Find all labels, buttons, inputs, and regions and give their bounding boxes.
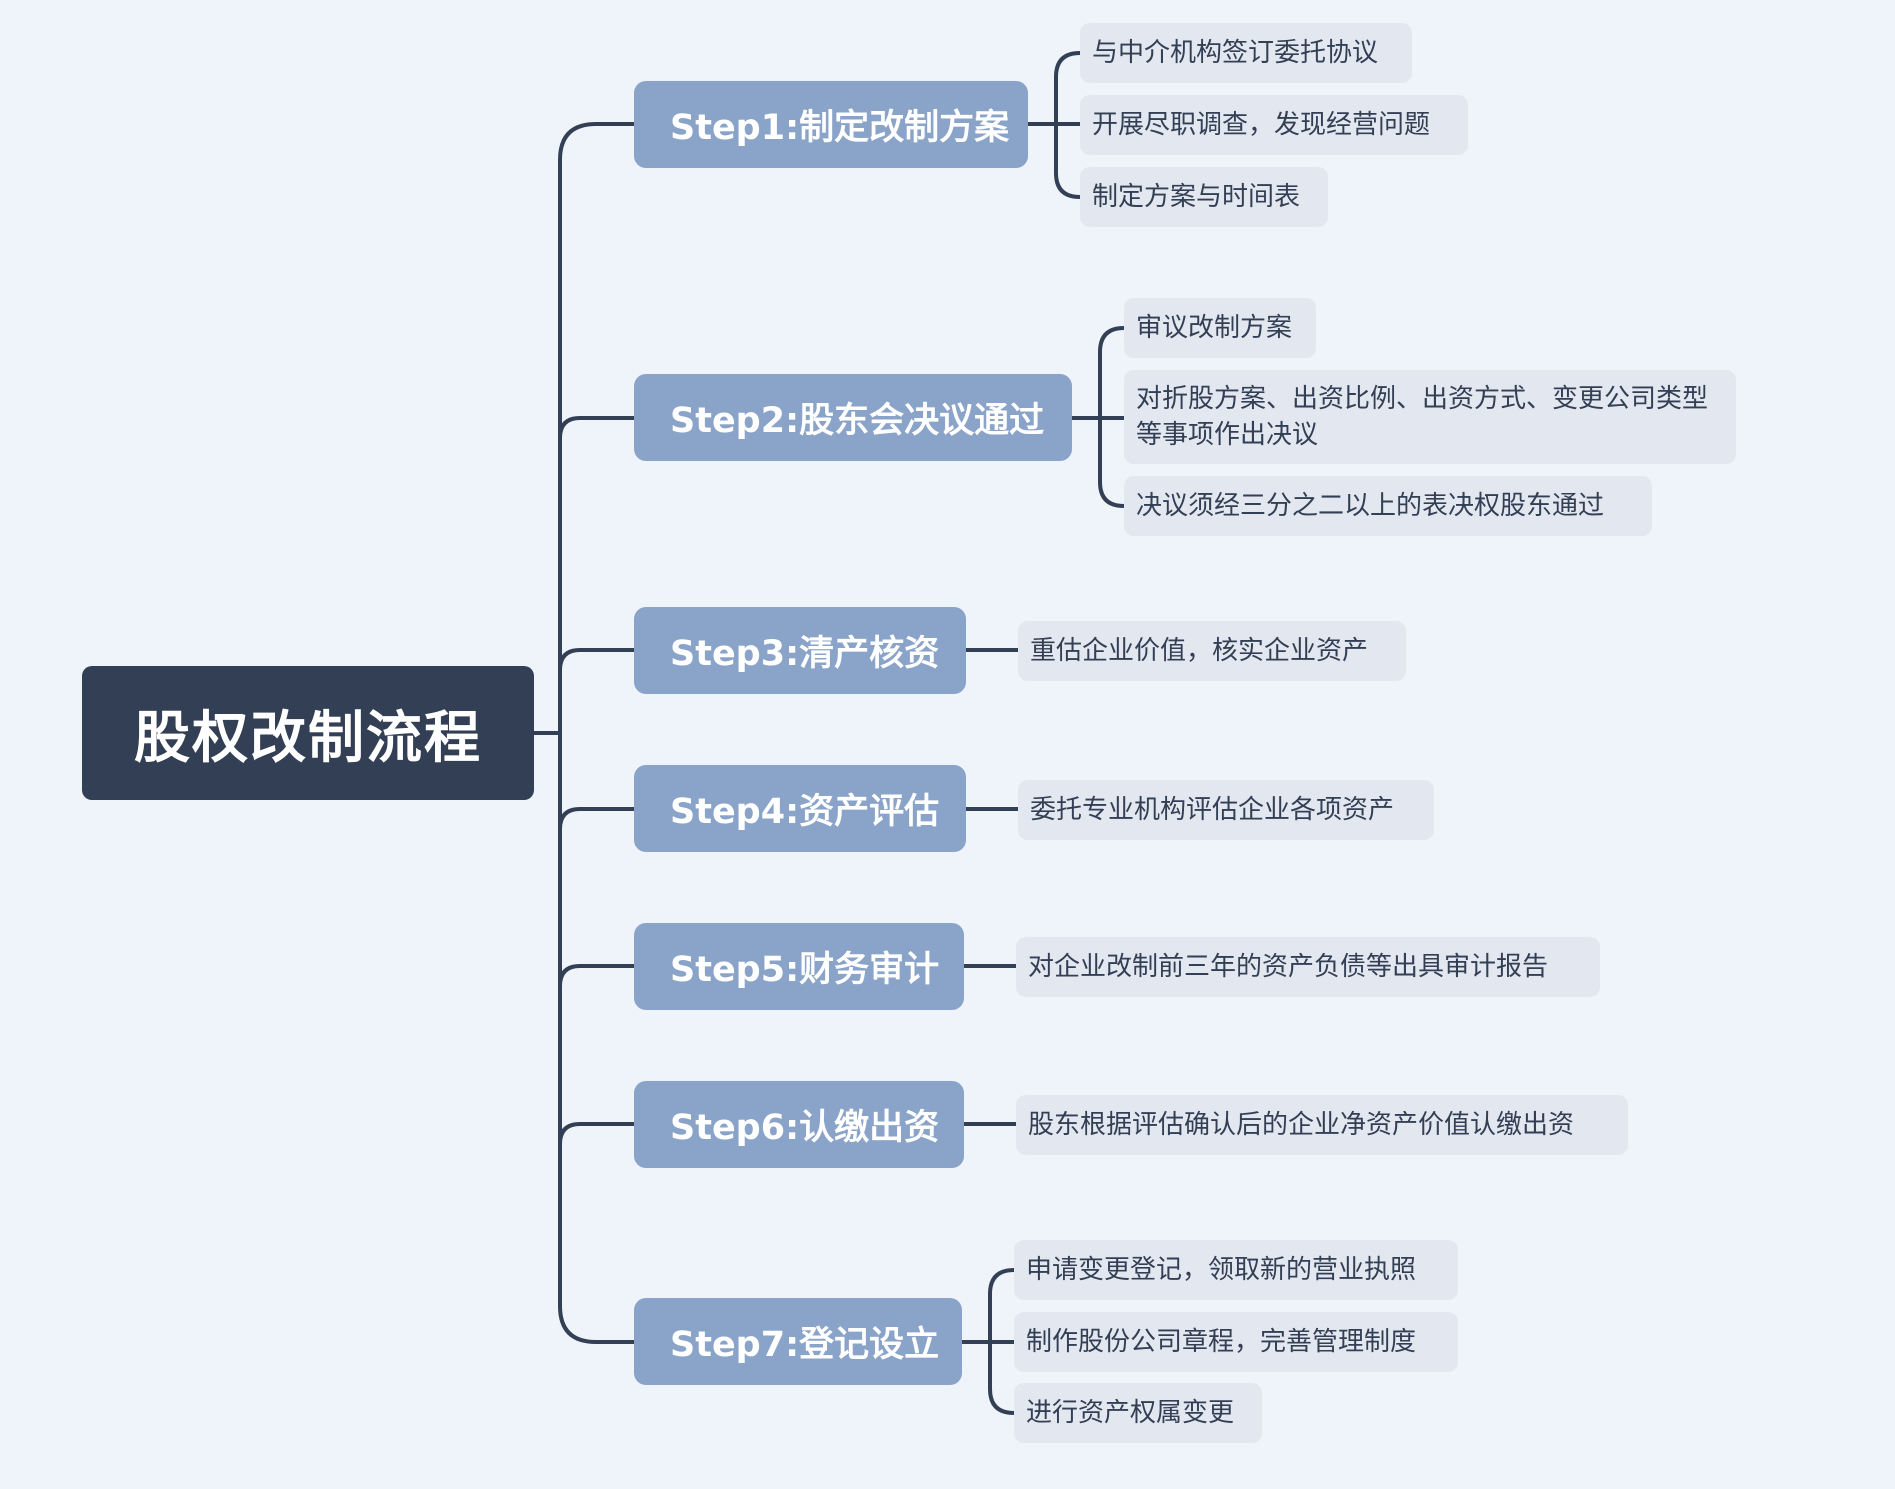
step-label: Step1:制定改制方案: [670, 108, 1010, 148]
step-node-4[interactable]: Step4:资产评估: [634, 765, 966, 852]
step-node-1[interactable]: Step1:制定改制方案: [634, 81, 1028, 168]
step3-leaf-1[interactable]: 重估企业价值，核实企业资产: [1018, 621, 1406, 681]
leaf-label: 审议改制方案: [1136, 313, 1293, 343]
leaf-label: 制定方案与时间表: [1092, 182, 1301, 212]
root-label: 股权改制流程: [134, 705, 482, 771]
step3-connector: [558, 648, 636, 672]
leaf-label: 股东根据评估确认后的企业净资产价值认缴出资: [1028, 1110, 1575, 1140]
step4-leaf-1[interactable]: 委托专业机构评估企业各项资产: [1018, 780, 1434, 840]
step7-leaf-2[interactable]: 制作股份公司章程，完善管理制度: [1014, 1312, 1458, 1372]
step2-leaf-3[interactable]: 决议须经三分之二以上的表决权股东通过: [1124, 476, 1652, 536]
leaf-label: 委托专业机构评估企业各项资产: [1030, 795, 1395, 825]
step-label: Step6:认缴出资: [670, 1108, 940, 1148]
step5-connector: [558, 964, 636, 988]
step4-connector: [558, 807, 636, 831]
step-node-6[interactable]: Step6:认缴出资: [634, 1081, 964, 1168]
leaf-label: 制作股份公司章程，完善管理制度: [1026, 1327, 1417, 1357]
step2-leaf-2[interactable]: 对折股方案、出资比例、出资方式、变更公司类型等事项作出决议: [1124, 370, 1736, 464]
step-label: Step3:清产核资: [670, 634, 940, 674]
step7-leaf-3[interactable]: 进行资产权属变更: [1014, 1383, 1262, 1443]
step2-leaf-1[interactable]: 审议改制方案: [1124, 298, 1316, 358]
root-node[interactable]: 股权改制流程: [82, 666, 534, 800]
leaf-label: 申请变更登记，领取新的营业执照: [1026, 1255, 1417, 1285]
step1-leaf-3[interactable]: 制定方案与时间表: [1080, 167, 1328, 227]
step6-connector: [558, 1122, 636, 1146]
step-node-3[interactable]: Step3:清产核资: [634, 607, 966, 694]
leaf-label: 决议须经三分之二以上的表决权股东通过: [1136, 491, 1605, 521]
step1-leaf-2[interactable]: 开展尽职调查，发现经营问题: [1080, 95, 1468, 155]
step6-leaf-1[interactable]: 股东根据评估确认后的企业净资产价值认缴出资: [1016, 1095, 1628, 1155]
leaf-label: 对企业改制前三年的资产负债等出具审计报告: [1028, 952, 1549, 982]
step5-leaf-1[interactable]: 对企业改制前三年的资产负债等出具审计报告: [1016, 937, 1600, 997]
step-node-5[interactable]: Step5:财务审计: [634, 923, 964, 1010]
step2-connector: [558, 416, 636, 440]
step1-leaf-1[interactable]: 与中介机构签订委托协议: [1080, 23, 1412, 83]
step-label: Step7:登记设立: [670, 1325, 940, 1365]
step-label: Step2:股东会决议通过: [670, 401, 1045, 441]
leaf-label: 与中介机构签订委托协议: [1092, 38, 1379, 68]
trunk-connector: [558, 122, 598, 1344]
step-node-7[interactable]: Step7:登记设立: [634, 1298, 962, 1385]
step7-leaf-1[interactable]: 申请变更登记，领取新的营业执照: [1014, 1240, 1458, 1300]
step-node-2[interactable]: Step2:股东会决议通过: [634, 374, 1072, 461]
step-label: Step5:财务审计: [670, 950, 940, 990]
leaf-label: 开展尽职调查，发现经营问题: [1092, 110, 1431, 140]
step-label: Step4:资产评估: [670, 792, 940, 832]
leaf-label: 重估企业价值，核实企业资产: [1030, 636, 1369, 666]
leaf-label: 进行资产权属变更: [1026, 1398, 1235, 1428]
leaf-label: 对折股方案、出资比例、出资方式、变更公司类型等事项作出决议: [1136, 384, 1709, 450]
